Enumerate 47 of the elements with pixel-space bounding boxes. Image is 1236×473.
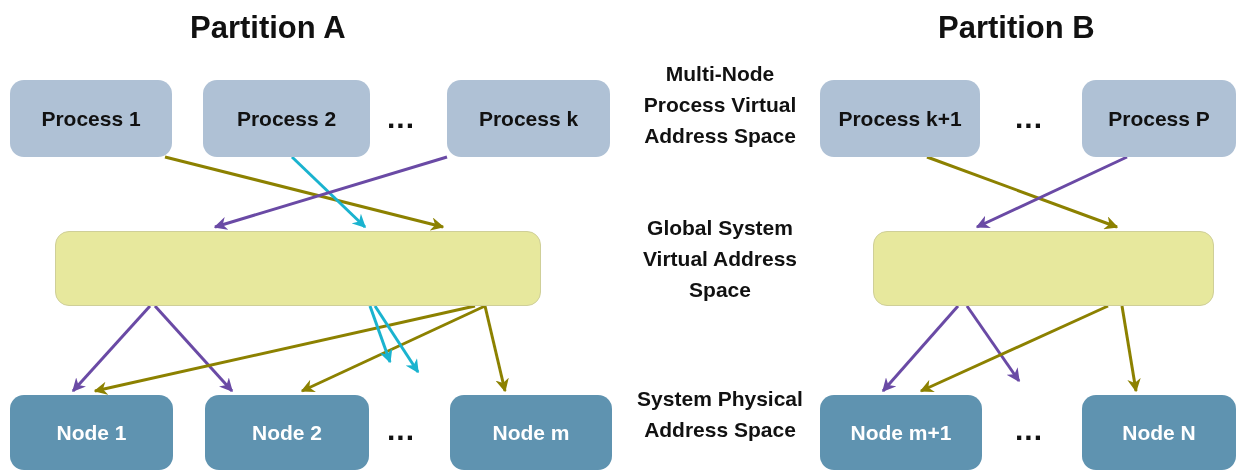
node-box	[450, 395, 612, 470]
arrow	[881, 305, 960, 392]
node-label: Node m+1	[850, 420, 952, 445]
arrow	[483, 305, 509, 393]
arrow	[975, 155, 1128, 229]
layer-label: System Physical Address Space	[636, 386, 804, 443]
heading: Partition A	[190, 10, 346, 46]
node-label: Process k	[478, 106, 579, 131]
node-box	[205, 395, 369, 470]
ellipsis: ...	[1015, 420, 1043, 440]
process-box	[447, 80, 610, 157]
process-box	[10, 80, 172, 157]
layer-label: Global System Virtual Address Space	[641, 215, 799, 303]
process-box	[820, 80, 980, 157]
process-box	[1082, 80, 1236, 157]
arrow	[300, 304, 486, 393]
node-box	[820, 395, 982, 470]
ellipsis: ...	[387, 420, 415, 440]
node-label: Process 1	[41, 106, 141, 131]
arrow	[1120, 305, 1141, 393]
arrow	[368, 305, 393, 364]
node-label: Node N	[1122, 420, 1196, 445]
ellipsis: ...	[387, 108, 415, 128]
arrow	[290, 155, 367, 229]
node-label: Node m	[492, 420, 570, 445]
arrow	[164, 155, 445, 231]
process-box	[203, 80, 370, 157]
arrow	[373, 305, 420, 374]
node-label: Node 1	[56, 420, 127, 445]
ellipsis: ...	[1015, 108, 1043, 128]
arrow	[71, 305, 152, 392]
node-label: Process 2	[236, 106, 337, 131]
node-box	[1082, 395, 1236, 470]
node-box	[10, 395, 173, 470]
node-label: Node 2	[252, 420, 322, 445]
layer-label: Multi-Node Process Virtual Address Space	[642, 61, 798, 149]
address-space-bar	[55, 231, 541, 306]
arrow	[93, 304, 476, 395]
arrow	[919, 304, 1109, 393]
node-label: Process k+1	[838, 106, 962, 131]
arrow	[213, 155, 448, 230]
arrow	[153, 305, 234, 392]
node-label: Process P	[1108, 106, 1210, 131]
arrow	[965, 305, 1021, 383]
address-space-bar	[873, 231, 1214, 306]
heading: Partition B	[938, 10, 1095, 46]
arrow	[926, 155, 1119, 230]
